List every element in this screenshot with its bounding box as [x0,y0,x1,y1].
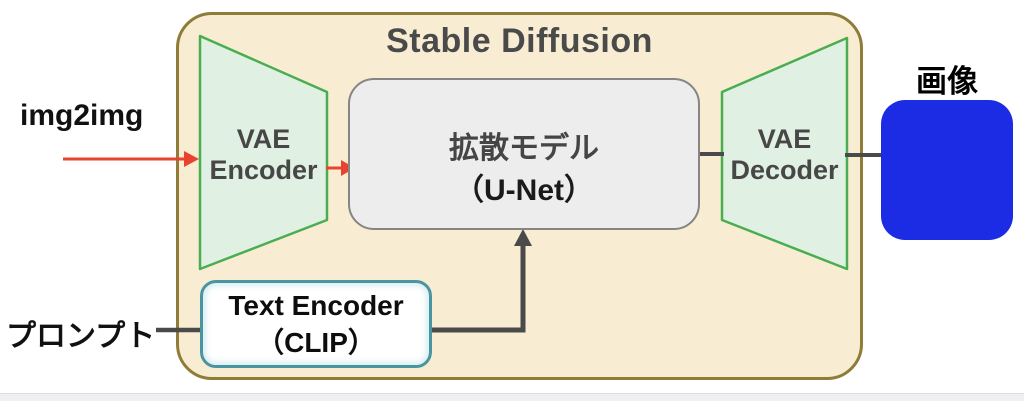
vae-encoder-trapezoid [198,34,329,271]
vae-decoder-trapezoid [720,36,849,271]
vae-encoder-label-line1: VAE [236,124,291,154]
vae-decoder-label: VAE Decoder [720,124,849,186]
vae-decoder-label-line2: Decoder [730,155,839,185]
vae-encoder-label: VAE Encoder [198,124,329,186]
text-encoder-to-unet-arrow-line [429,242,526,333]
text-encoder-to-unet-arrow-head-icon [514,229,532,246]
diffusion-model-label: 拡散モデル （U-Net） [350,128,698,212]
text-encoder-box: Text Encoder （CLIP） [200,280,432,368]
img2img-arrow-head-icon [184,151,199,167]
diffusion-model-box: 拡散モデル （U-Net） [348,78,700,230]
vae-decoder-label-line1: VAE [757,124,812,154]
diffusion-model-label-line2: （U-Net） [454,174,594,207]
output-image-block [881,100,1013,240]
text-encoder-label-line2: （CLIP） [256,327,376,358]
image-output-label: 画像 [916,64,978,99]
text-encoder-label-line1: Text Encoder [228,290,404,321]
vae-encoder-label-line2: Encoder [209,155,318,185]
img2img-label: img2img [20,99,144,132]
diffusion-model-label-line1: 拡散モデル [449,132,599,165]
prompt-label: プロンプト [6,320,156,353]
bottom-band [0,393,1024,401]
diagram-title: Stable Diffusion [386,22,653,60]
